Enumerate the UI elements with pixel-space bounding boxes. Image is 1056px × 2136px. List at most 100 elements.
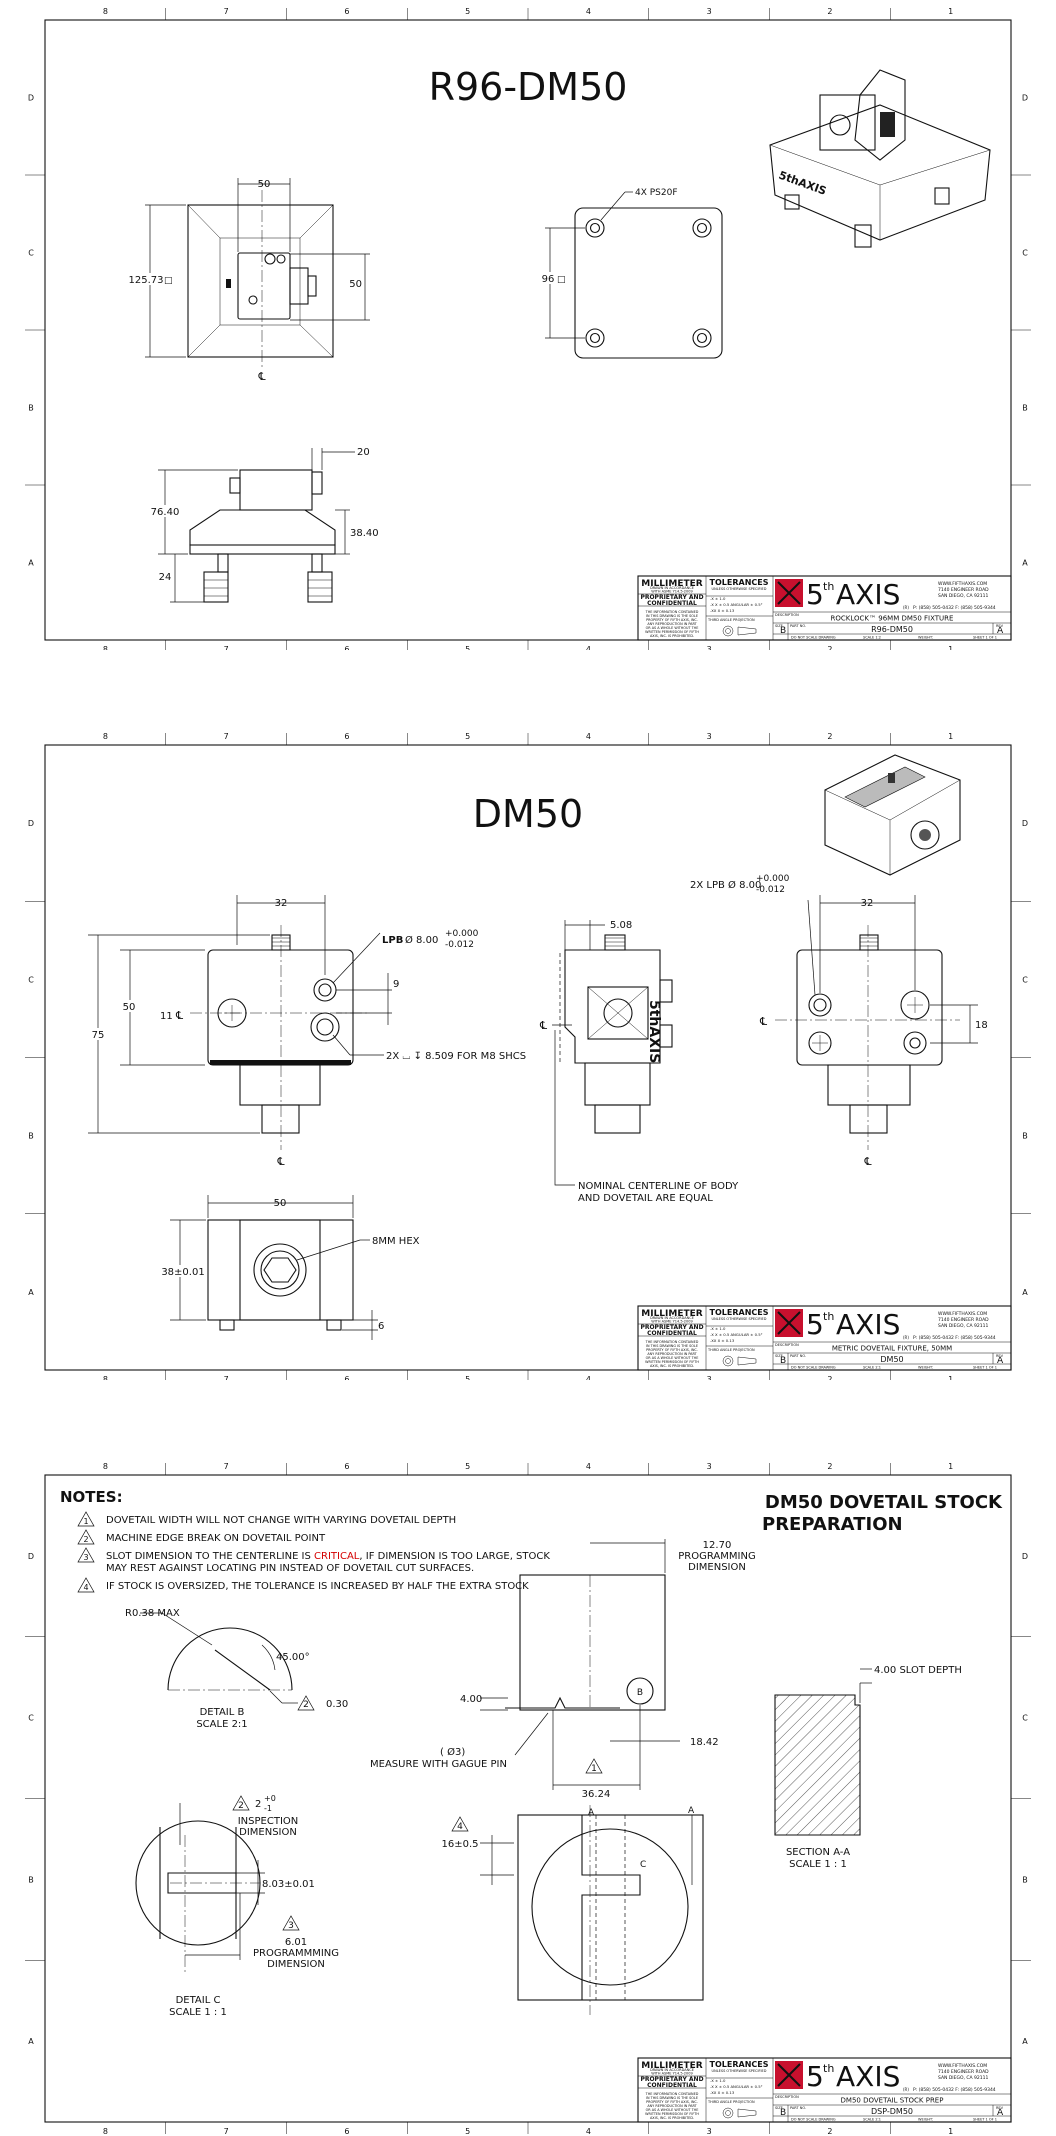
section-label: SECTION A-A <box>786 1847 850 1858</box>
tb-proprietary: PROPRIETARY AND <box>640 1324 703 1331</box>
tb-prop-note: THE INFORMATION CONTAINED <box>645 610 699 614</box>
top-view <box>187 190 334 370</box>
tb-tol: .X ± 1.0 <box>710 2078 726 2083</box>
tb-mm-note: DRAWN IN ACCORDANCE <box>650 586 694 590</box>
dim-32: 32 <box>275 898 288 909</box>
tb-weight: WEIGHT: <box>918 636 933 640</box>
tb-prop-note: AXIS, INC. IS PROHIBITED. <box>650 634 694 638</box>
tb-rev: A <box>997 2108 1004 2118</box>
zone-col-label: 8 <box>103 1375 108 1380</box>
zone-row-label: A <box>28 559 34 568</box>
detail-b-label: DETAIL B <box>200 1707 245 1718</box>
zone-row-label: B <box>28 1132 34 1141</box>
zone-col-label: 1 <box>948 1462 953 1471</box>
tb-mm-note: DRAWN IN ACCORDANCE <box>650 1316 694 1320</box>
zone-row-label: A <box>28 2037 34 2046</box>
zone-row-label: B <box>28 404 34 413</box>
tb-prop-note: AXIS, INC. IS PROHIBITED. <box>650 2116 694 2120</box>
dim-20: 20 <box>357 447 370 458</box>
tb-description: DM50 DOVETAIL STOCK PREP <box>841 2097 944 2105</box>
tb-description-label: DESCRIPTION <box>775 613 799 617</box>
zone-col-label: 5 <box>465 7 470 16</box>
note-number: 2 <box>83 1535 88 1544</box>
zone-col-label: 5 <box>465 645 470 650</box>
dim-18: 18 <box>975 1020 988 1031</box>
tb-sheet: SHEET 1 OF 1 <box>973 2118 997 2122</box>
zone-col-label: 7 <box>224 1462 229 1471</box>
dim-right-50: 50 <box>349 279 362 290</box>
zone-row-label: C <box>1022 1714 1028 1723</box>
note-text-line2: MAY REST AGAINST LOCATING PIN INSTEAD OF… <box>106 1563 474 1574</box>
svg-text:5thAXIS: 5thAXIS <box>777 169 828 198</box>
zone-col-label: 2 <box>827 7 832 16</box>
side-view: 5thAXIS <box>559 934 673 1134</box>
tb-prop-note: IN THIS DRAWING IS THE SOLE <box>646 614 698 618</box>
dim-38-tol: 38±0.01 <box>161 1267 204 1278</box>
zone-row-label: A <box>1022 559 1028 568</box>
inspection-label-2: DIMENSION <box>239 1827 297 1838</box>
zone-col-label: 2 <box>827 732 832 741</box>
zone-row-label: D <box>28 819 34 828</box>
tb-phone: P: (858) 505-0432 F: (858) 505-9344 <box>913 605 996 611</box>
zone-col-label: 4 <box>586 1462 591 1471</box>
tb-size: B <box>780 626 786 636</box>
dim-1842: 18.42 <box>690 1737 719 1748</box>
zone-col-label: 1 <box>948 1375 953 1380</box>
zone-col-label: 4 <box>586 7 591 16</box>
side-view <box>189 469 336 603</box>
tb-tol: .X X ± 0.5 ANGULAR ± 0.5° <box>710 1332 763 1337</box>
angle-45: 45.00° <box>276 1652 310 1663</box>
zone-row-label: B <box>1022 1132 1028 1141</box>
tb-prop-note: OR AS A WHOLE WITHOUT THE <box>646 626 699 630</box>
tb-third-angle: THIRD ANGLE PROJECTION <box>707 618 755 622</box>
tb-rev: A <box>997 626 1004 636</box>
dim-32-back: 32 <box>861 898 874 909</box>
zone-col-label: 3 <box>707 645 712 650</box>
zone-col-label: 6 <box>344 645 349 650</box>
tb-tolerances: TOLERANCES <box>710 578 769 587</box>
note-number: 1 <box>83 1517 88 1526</box>
dim-125: 125.73 <box>129 275 164 286</box>
tb-address: 7140 ENGINEER ROAD <box>938 1317 989 1323</box>
zone-col-label: 3 <box>707 1462 712 1471</box>
zone-col-label: 6 <box>344 7 349 16</box>
prog-label-3: PROGRAMMMING <box>253 1948 339 1959</box>
tb-third-angle: THIRD ANGLE PROJECTION <box>707 2100 755 2104</box>
dim-top-50: 50 <box>258 179 271 190</box>
tb-tolerances: TOLERANCES <box>710 2060 769 2069</box>
zone-row-label: C <box>1022 249 1028 258</box>
back-view <box>775 925 960 1150</box>
detail-c <box>135 1820 261 1975</box>
tb-tol-note: UNLESS OTHERWISE SPECIFIED <box>712 2069 767 2073</box>
lbl-a2: A <box>688 1806 695 1816</box>
dim-3624: 36.24 <box>582 1789 611 1800</box>
tb-tol: .X X ± 0.5 ANGULAR ± 0.5° <box>710 602 763 607</box>
zone-col-label: 4 <box>586 645 591 650</box>
zone-row-label: C <box>28 975 34 984</box>
brand-logo-sup: th <box>823 2062 834 2075</box>
zone-col-label: 2 <box>827 1375 832 1380</box>
zone-row-label: A <box>28 1288 34 1297</box>
tb-rev-label: REV <box>996 1354 1004 1358</box>
dim-4x-ps20f: 4X PS20F <box>635 188 678 198</box>
detail-b <box>167 1627 293 1691</box>
brand-logo-sup: th <box>823 1310 834 1323</box>
zone-row-label: D <box>1022 819 1028 828</box>
lbl-b: B <box>637 1688 643 1698</box>
tri-1: 1 <box>591 1764 597 1774</box>
tb-no-scale: DO NOT SCALE DRAWING <box>791 2118 836 2122</box>
zone-col-label: 3 <box>707 2127 712 2136</box>
tb-mm-note: WITH ASME Y14.5-2009 <box>651 2072 692 2076</box>
lpb-2x-tol-plus: +0.000 <box>756 874 790 884</box>
tb-tol-note: UNLESS OTHERWISE SPECIFIED <box>712 1317 767 1321</box>
tb-third-angle: THIRD ANGLE PROJECTION <box>707 1348 755 1352</box>
stock-front-view <box>505 1574 666 1725</box>
tb-no-scale: DO NOT SCALE DRAWING <box>791 636 836 640</box>
prog-label-4: DIMENSION <box>267 1959 325 1970</box>
zone-col-label: 5 <box>465 732 470 741</box>
hex-callout: 8MM HEX <box>372 1236 420 1247</box>
tb-part-number: DM50 <box>880 1355 903 1364</box>
dim-803: 8.03±0.01 <box>262 1879 315 1890</box>
zone-row-label: B <box>1022 404 1028 413</box>
